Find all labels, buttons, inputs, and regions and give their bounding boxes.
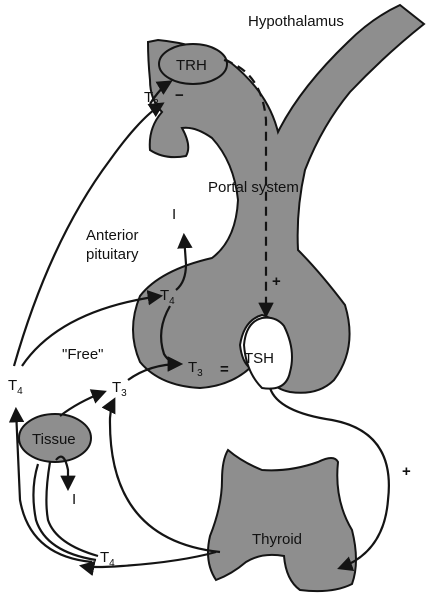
iodide-label-pituitary: I xyxy=(172,206,176,223)
t3-minus-sign: − xyxy=(175,87,184,104)
portal-plus-sign: + xyxy=(272,273,281,290)
tsh-label: TSH xyxy=(244,350,274,367)
t4-left-label: T4 xyxy=(8,377,23,397)
tissue-t4-branch-mid xyxy=(33,464,96,560)
hypothalamus-label: Hypothalamus xyxy=(248,13,344,30)
iodide-label-tissue: I xyxy=(72,491,76,508)
portal-system-label: Portal system xyxy=(208,179,299,196)
free-label: "Free" xyxy=(62,346,104,363)
tissue-t4-branch-right xyxy=(46,462,98,556)
tissue-to-t3-arrow xyxy=(60,392,104,416)
tsh-plus-sign: + xyxy=(402,463,411,480)
tissue-label: Tissue xyxy=(32,431,76,448)
thyroid-gland-shape xyxy=(208,450,356,591)
anterior-label: Anterior xyxy=(86,227,139,244)
t3-free-label: T3 xyxy=(112,379,127,399)
t3-equals-sign: = xyxy=(220,361,229,378)
thyroid-to-t3-arrow xyxy=(110,400,220,552)
trh-label: TRH xyxy=(176,57,207,74)
pituitary-label: pituitary xyxy=(86,246,139,263)
thyroid-label: Thyroid xyxy=(252,531,302,548)
